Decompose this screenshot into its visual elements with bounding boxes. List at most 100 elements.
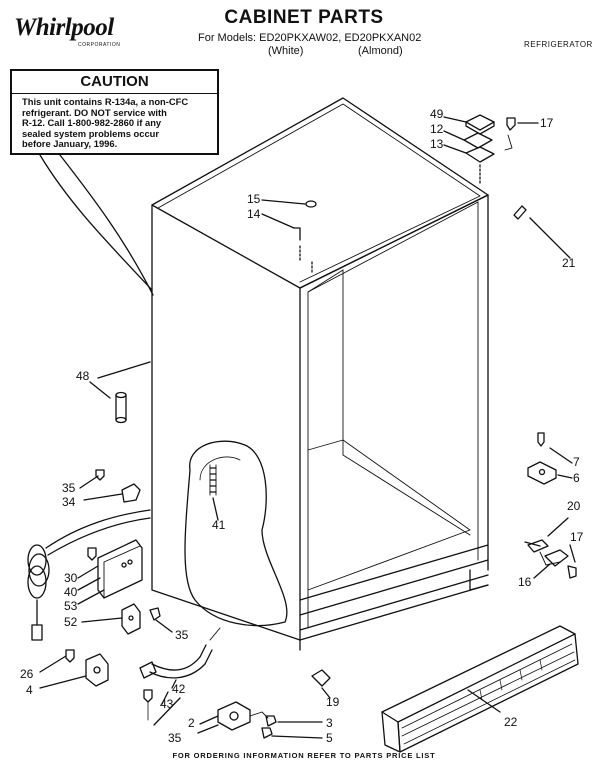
leader-line bbox=[171, 679, 177, 689]
tubing-line bbox=[59, 154, 154, 296]
screw-17 bbox=[506, 117, 516, 131]
clip-43 bbox=[139, 661, 157, 679]
color-white-label: (White) bbox=[268, 45, 304, 57]
callout-12: 12 bbox=[430, 122, 444, 136]
caution-heading: CAUTION bbox=[12, 71, 217, 94]
callout-13: 13 bbox=[430, 137, 444, 151]
screw-43 bbox=[143, 689, 153, 703]
caution-line: refrigerant. DO NOT service with bbox=[22, 106, 167, 118]
leader-line bbox=[569, 544, 576, 563]
leader-line bbox=[212, 497, 219, 521]
leader-line bbox=[153, 697, 181, 726]
cabinet-body bbox=[151, 97, 489, 651]
screw-17b bbox=[567, 565, 577, 579]
callout-17b: 17 bbox=[570, 530, 584, 544]
callout-40: 40 bbox=[64, 585, 78, 599]
screw-30 bbox=[87, 547, 97, 561]
hinge-16 bbox=[544, 549, 569, 567]
callout-42: 42 bbox=[172, 682, 186, 696]
screw-35b bbox=[149, 607, 161, 621]
ordering-footer: FOR ORDERING INFORMATION REFER TO PARTS … bbox=[172, 751, 436, 760]
callout-35b: 35 bbox=[175, 628, 189, 642]
product-category: REFRIGERATOR bbox=[524, 40, 593, 49]
leader-line bbox=[443, 144, 467, 154]
leader-line bbox=[524, 541, 541, 547]
leader-line bbox=[89, 381, 111, 399]
callout-7: 7 bbox=[573, 455, 580, 469]
leader-line bbox=[549, 447, 573, 464]
whirlpool-logo: Whirlpool bbox=[14, 14, 114, 41]
clip-34 bbox=[121, 483, 141, 503]
color-almond-label: (Almond) bbox=[358, 45, 403, 57]
grille-22 bbox=[381, 625, 579, 753]
page-title: CABINET PARTS bbox=[224, 7, 384, 28]
leader-line bbox=[77, 589, 105, 605]
callout-15: 15 bbox=[247, 192, 261, 206]
power-cord bbox=[27, 509, 151, 641]
leader-line bbox=[161, 691, 169, 705]
callout-3: 3 bbox=[326, 716, 333, 730]
callout-17: 17 bbox=[540, 116, 554, 130]
caution-line: sealed system problems occur bbox=[22, 127, 160, 139]
model-numbers: For Models: ED20PKXAW02, ED20PKXAN02 bbox=[198, 32, 422, 44]
leader-line bbox=[81, 617, 123, 623]
leader-line bbox=[83, 493, 123, 501]
leader-line bbox=[155, 619, 173, 633]
leader-line bbox=[547, 517, 569, 537]
callout-48: 48 bbox=[76, 369, 90, 383]
callout-19: 19 bbox=[326, 695, 340, 709]
leader-line bbox=[77, 577, 101, 591]
callout-49: 49 bbox=[430, 107, 444, 121]
clip-19 bbox=[311, 669, 331, 687]
callout-41: 41 bbox=[212, 518, 226, 532]
drain-tube-42 bbox=[149, 663, 206, 679]
leader-line bbox=[197, 724, 219, 734]
leader-line bbox=[39, 655, 67, 673]
callout-6: 6 bbox=[573, 471, 580, 485]
spring-41 bbox=[209, 467, 217, 493]
leader-line bbox=[261, 199, 306, 205]
callout-35: 35 bbox=[62, 481, 76, 495]
callout-53: 53 bbox=[64, 599, 78, 613]
screw-26 bbox=[65, 649, 75, 663]
leader-line bbox=[529, 217, 571, 259]
tube-48 bbox=[115, 394, 127, 421]
control-box-30 bbox=[97, 539, 143, 599]
callout-2: 2 bbox=[188, 716, 195, 730]
screw-5 bbox=[261, 727, 273, 739]
caution-line: before January, 1996. bbox=[22, 138, 118, 149]
caution-line: This unit contains R-134a, a non-CFC bbox=[22, 96, 189, 107]
hinge-12 bbox=[463, 132, 493, 149]
caution-line: R-12. Call 1-800-982-2860 if any bbox=[22, 117, 162, 128]
bracket-20 bbox=[527, 539, 549, 553]
callout-26: 26 bbox=[20, 667, 34, 681]
leader-line bbox=[271, 735, 323, 739]
callout-4: 4 bbox=[26, 683, 33, 697]
bracket-4 bbox=[85, 653, 109, 687]
leader-line bbox=[79, 475, 99, 489]
screw-3 bbox=[265, 715, 277, 727]
callout-16: 16 bbox=[518, 575, 532, 589]
leader-line bbox=[533, 563, 551, 579]
tubing-line bbox=[39, 154, 153, 291]
bracket-6 bbox=[527, 461, 557, 485]
caution-box: CAUTION This unit contains R-134a, a non… bbox=[10, 69, 219, 155]
leader-line bbox=[39, 675, 87, 689]
caution-text: This unit contains R-134a, a non-CFC ref… bbox=[12, 94, 217, 150]
leader-line bbox=[443, 116, 467, 123]
plug-15 bbox=[305, 200, 317, 208]
hinge-13 bbox=[465, 146, 495, 163]
hinge-2 bbox=[217, 701, 251, 731]
foam-void bbox=[184, 440, 288, 627]
leader-line bbox=[261, 213, 295, 229]
leader-line bbox=[557, 474, 573, 479]
callout-43: 43 bbox=[160, 697, 174, 711]
callout-21: 21 bbox=[562, 256, 576, 270]
logo-subtitle: CORPORATION bbox=[78, 42, 121, 48]
screw-35 bbox=[95, 469, 105, 481]
screw-7 bbox=[537, 432, 545, 447]
callout-22: 22 bbox=[504, 715, 518, 729]
callout-20: 20 bbox=[567, 499, 581, 513]
leader-line bbox=[321, 687, 331, 699]
